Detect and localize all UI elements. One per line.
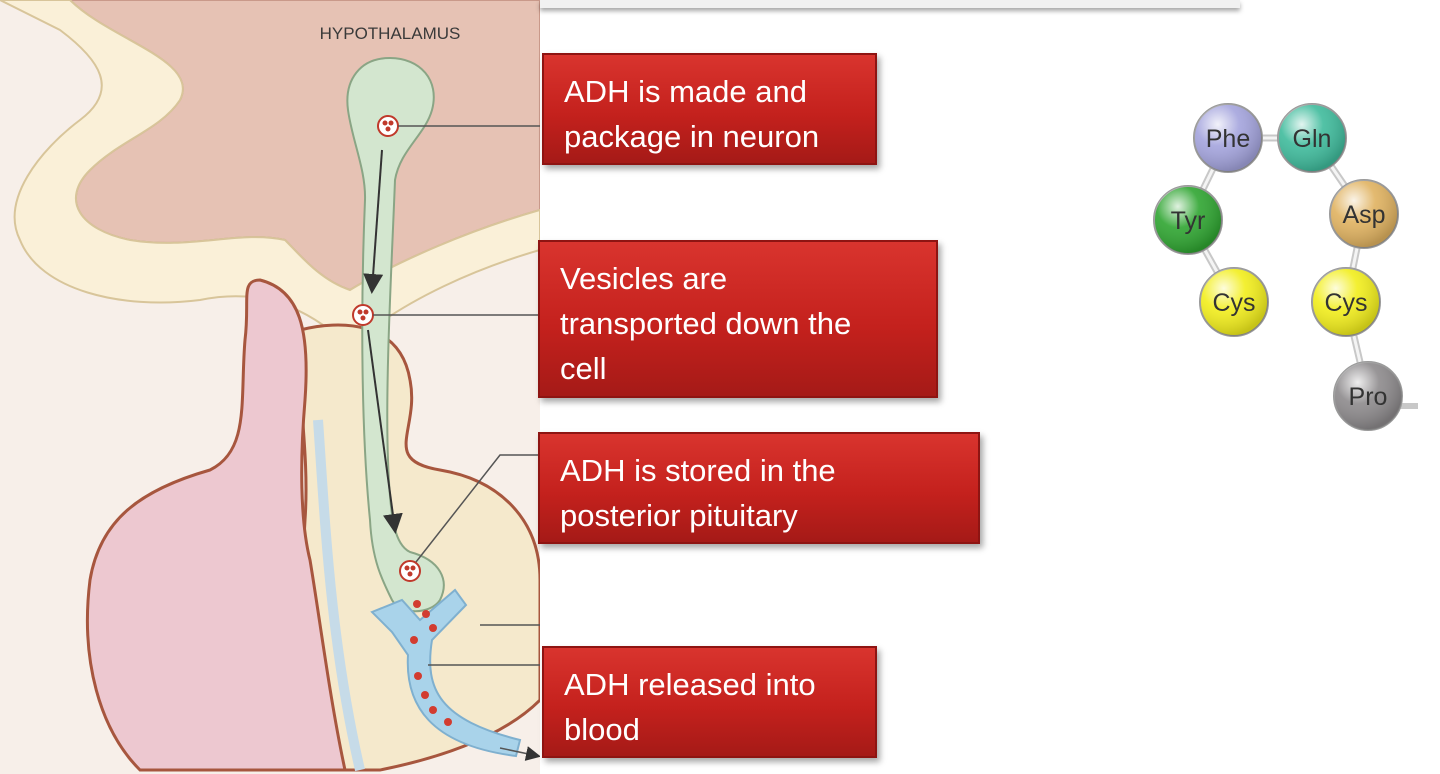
callout-line: ADH is made and	[564, 74, 807, 109]
callout-line: ADH is stored in the	[560, 453, 836, 488]
callout-stored: ADH is stored in the posterior pituitary	[538, 432, 980, 544]
residue-pro: Pro	[1333, 361, 1403, 431]
residue-label: Asp	[1342, 201, 1385, 229]
pituitary-illustration: HYPOTHALAMUS	[0, 0, 540, 774]
callout-line: posterior pituitary	[560, 498, 798, 533]
residue-label: Tyr	[1171, 207, 1206, 235]
residue-label: Pro	[1349, 383, 1388, 411]
residue-shine	[1194, 104, 1262, 172]
residue-shine	[1334, 362, 1402, 430]
portal-stripe	[313, 419, 365, 772]
residue-shine	[1200, 268, 1268, 336]
callout-released: ADH released into blood	[542, 646, 877, 758]
residue-cys: Cys	[1311, 267, 1381, 337]
transport-arrow	[367, 329, 403, 534]
residue-shine	[1154, 186, 1222, 254]
residue-shine	[1330, 180, 1398, 248]
transport-arrow	[363, 149, 384, 294]
residue-asp: Asp	[1329, 179, 1399, 249]
callout-line: package in neuron	[564, 119, 820, 154]
residue-cys: Cys	[1199, 267, 1269, 337]
infundibulum	[0, 0, 540, 331]
callout-line: blood	[564, 712, 640, 747]
blood-vessel	[370, 588, 522, 758]
residue-label: Phe	[1206, 125, 1250, 153]
residue-label: Cys	[1212, 289, 1255, 317]
anterior-pituitary	[86, 278, 347, 772]
neuron	[346, 56, 445, 613]
callout-line: ADH released into	[564, 667, 816, 702]
leader-line	[415, 454, 540, 563]
residue-label: Cys	[1324, 289, 1367, 317]
residue-phe: Phe	[1193, 103, 1263, 173]
residue-gln: Gln	[1277, 103, 1347, 173]
callout-line: Vesicles are	[560, 261, 728, 296]
vesicle-group	[352, 115, 452, 726]
blood-flow-arrow	[499, 746, 540, 761]
residue-shine	[1278, 104, 1346, 172]
hypothalamus-label: HYPOTHALAMUS	[320, 24, 461, 43]
top-banner-edge	[540, 0, 1240, 8]
residue-tyr: Tyr	[1153, 185, 1223, 255]
callout-made: ADH is made and package in neuron	[542, 53, 877, 165]
residue-label: Gln	[1293, 125, 1332, 153]
callout-line: transported down the	[560, 306, 852, 341]
residue-shine	[1312, 268, 1380, 336]
callout-line: cell	[560, 351, 607, 386]
callout-transported: Vesicles are transported down the cell	[538, 240, 938, 398]
